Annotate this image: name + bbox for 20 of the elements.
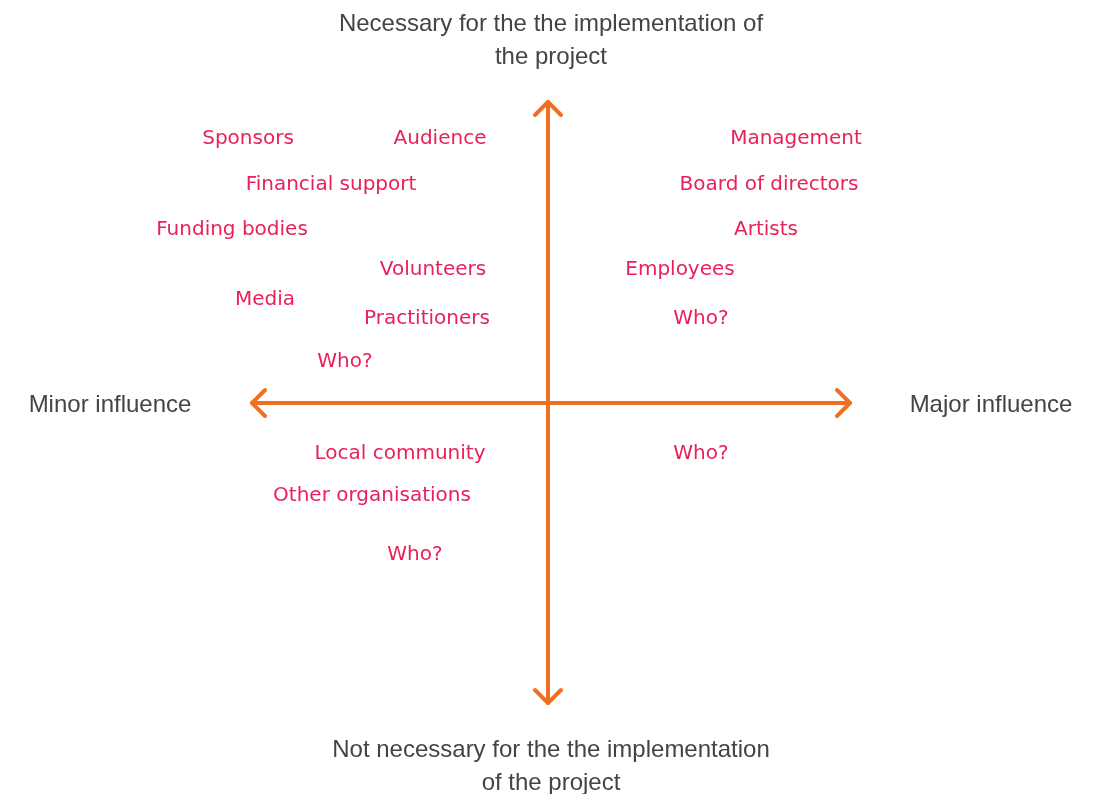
stakeholder-label: Management xyxy=(730,125,862,149)
stakeholder-label: Audience xyxy=(393,125,487,149)
stakeholder-label: Other organisations xyxy=(273,482,471,506)
stakeholder-label: Financial support xyxy=(245,171,417,195)
stakeholder-label: Who? xyxy=(387,541,443,565)
axis-title: Necessary for the the implementation of the project xyxy=(337,8,765,71)
axis-label: Major influence xyxy=(909,388,1073,419)
stakeholder-label: Employees xyxy=(625,256,735,280)
stakeholder-label: Who? xyxy=(317,348,373,372)
stakeholder-label: Sponsors xyxy=(202,125,294,149)
stakeholder-label: Artists xyxy=(734,216,798,240)
stakeholder-label: Practitioners xyxy=(364,305,490,329)
axis-label: Minor influence xyxy=(28,388,192,419)
stakeholder-label: Local community xyxy=(314,440,486,464)
stakeholder-label: Who? xyxy=(673,305,729,329)
stakeholder-label: Who? xyxy=(673,440,729,464)
stakeholder-label: Funding bodies xyxy=(156,216,308,240)
stakeholder-label: Media xyxy=(234,286,296,310)
stakeholder-label: Volunteers xyxy=(379,256,487,280)
stakeholder-label: Board of directors xyxy=(679,171,859,195)
